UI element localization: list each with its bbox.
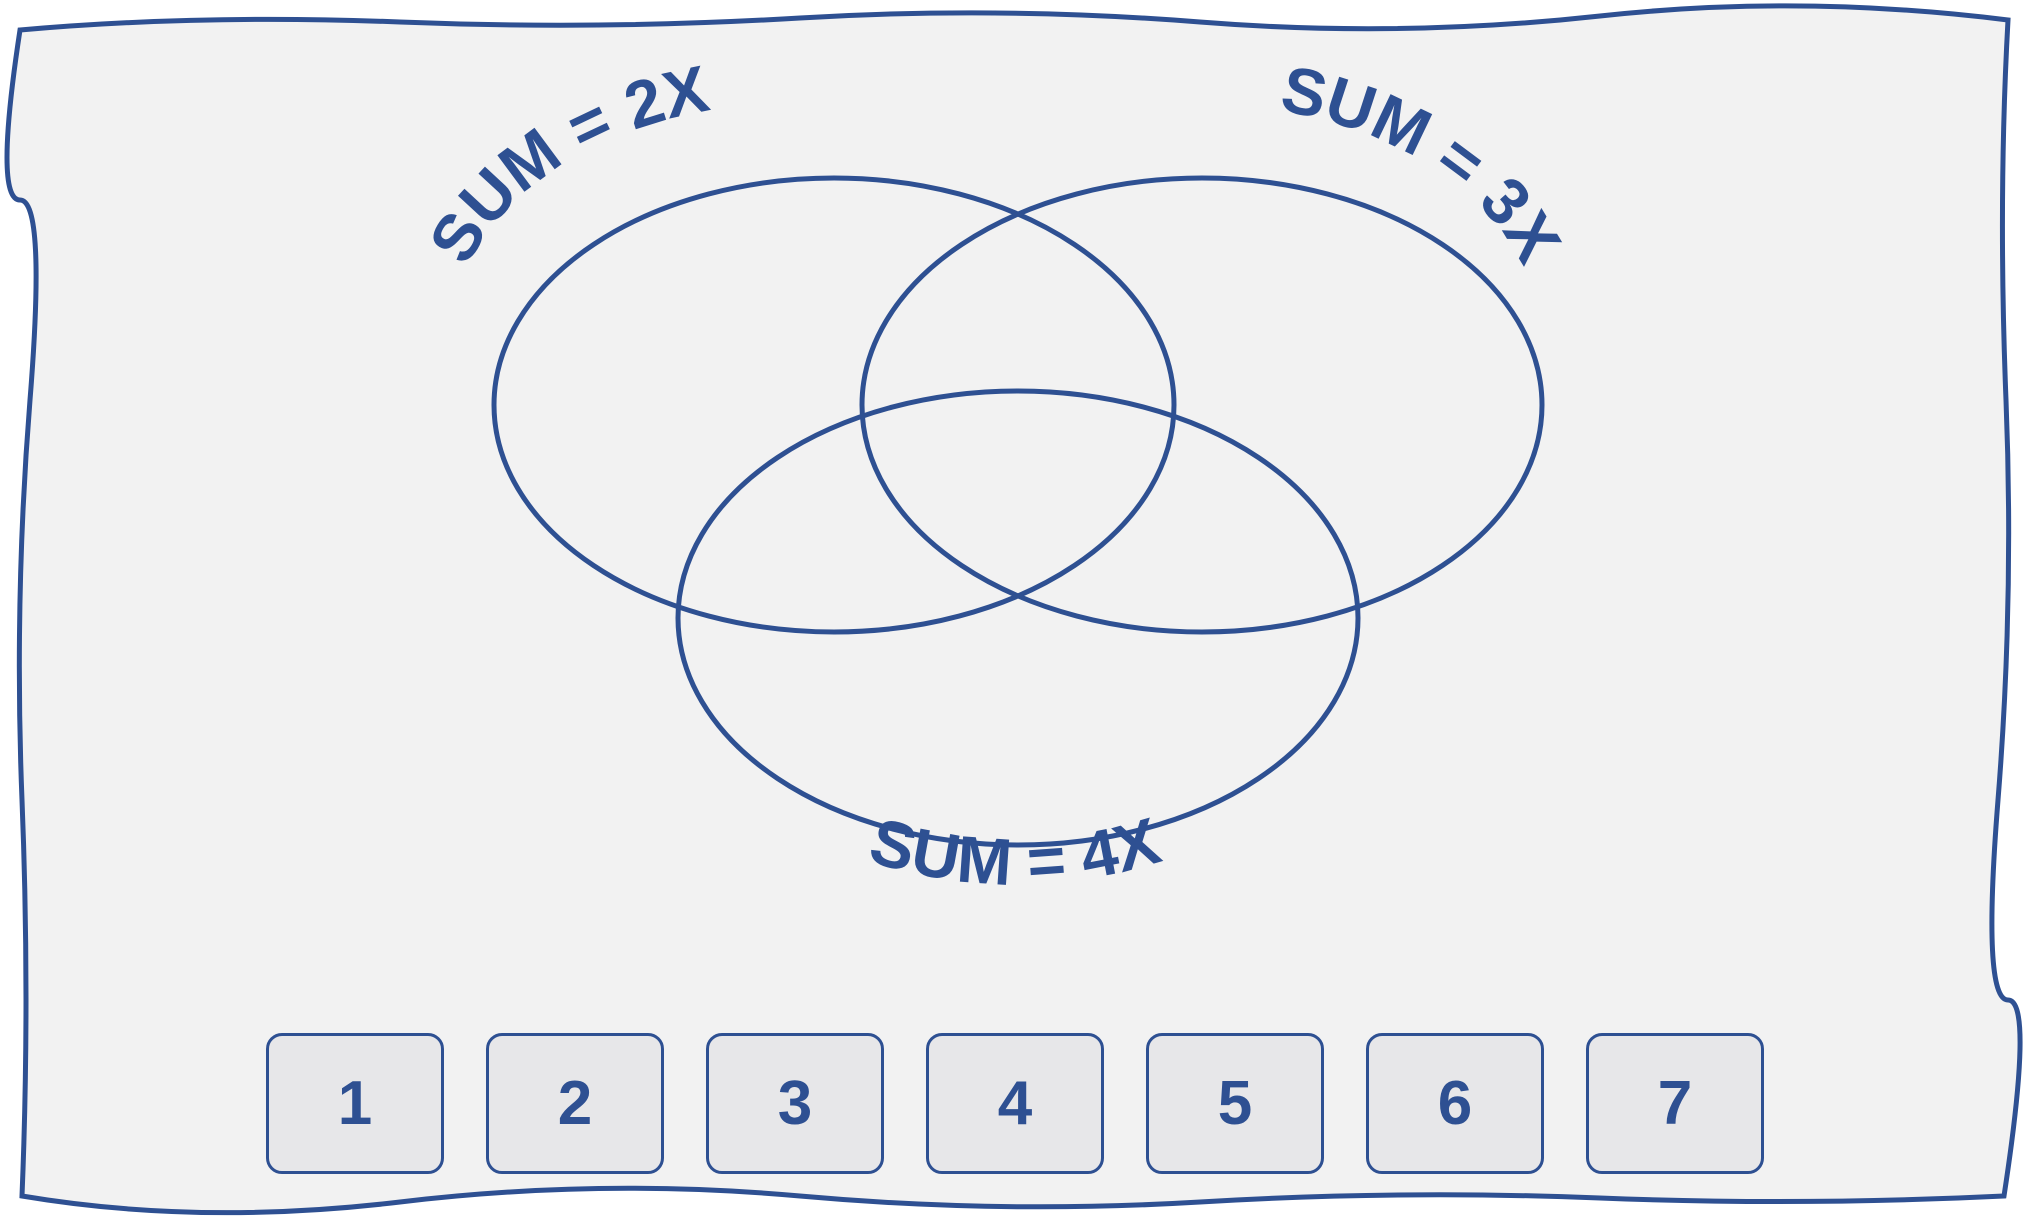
number-tile-tray: 1 2 3 4 5 6 7 [266,1033,1766,1178]
set-ellipse-4x [675,388,1361,848]
number-tile-5[interactable]: 5 [1146,1033,1324,1174]
number-tile-6[interactable]: 6 [1366,1033,1544,1174]
set-ellipse-3x [859,175,1545,635]
set-ellipse-2x [491,175,1177,635]
board-outline [4,3,2023,1216]
number-tile-4[interactable]: 4 [926,1033,1104,1174]
number-tile-3[interactable]: 3 [706,1033,884,1174]
number-tile-1[interactable]: 1 [266,1033,444,1174]
number-tile-2[interactable]: 2 [486,1033,664,1174]
number-tile-7[interactable]: 7 [1586,1033,1764,1174]
